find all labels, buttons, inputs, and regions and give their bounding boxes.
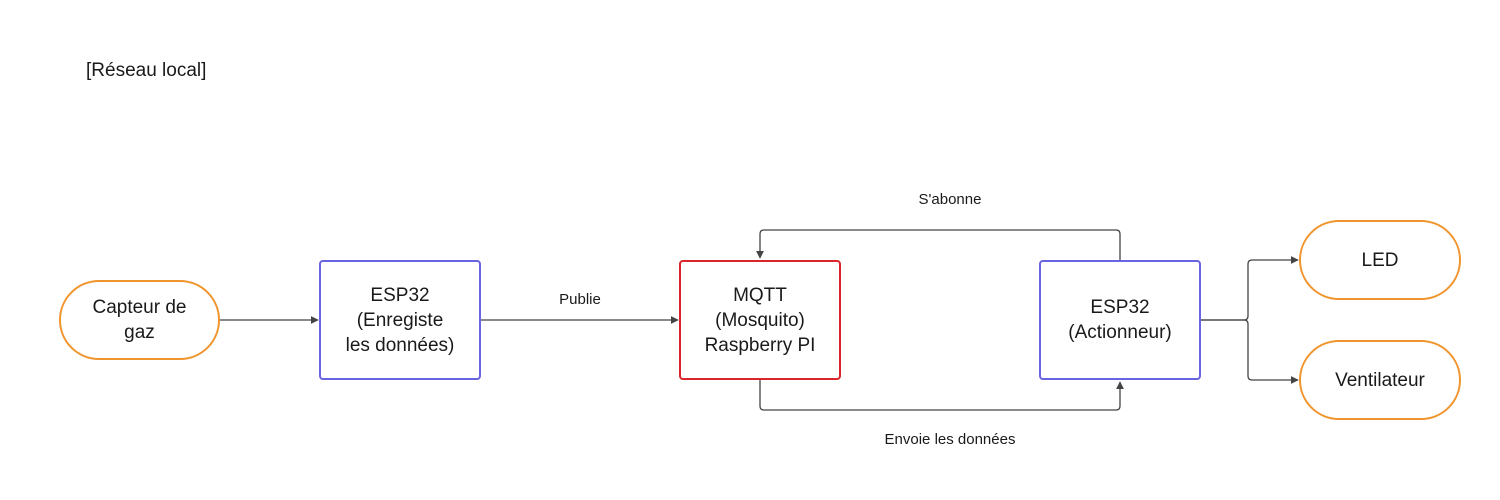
gas-sensor-node[interactable]: Capteur de gaz — [59, 280, 220, 360]
fan-node[interactable]: Ventilateur — [1299, 340, 1461, 420]
gas-sensor-label-line-2: gaz — [124, 322, 155, 343]
fan-label: Ventilateur — [1335, 369, 1425, 391]
esp32-actuator-label-line-2: (Actionneur) — [1068, 322, 1172, 343]
mqtt-broker-label-line-2: (Mosquito) — [715, 309, 805, 331]
esp32-logger-label-line-1: ESP32 — [370, 284, 430, 306]
edge-send-data — [759, 380, 1124, 411]
mqtt-broker-label-line-1: MQTT — [733, 284, 787, 306]
network-group-label: [Réseau local] — [86, 60, 207, 81]
mqtt-broker-node[interactable]: MQTT (Mosquito) Raspberry PI — [679, 260, 841, 380]
edge-subscribe — [756, 229, 1121, 260]
edge-label-send-data: Envoie les données — [884, 431, 1016, 448]
esp32-actuator-label-line-1: ESP32 — [1090, 297, 1150, 318]
edge-label-publish: Publie — [559, 291, 601, 308]
edge-label-subscribe: S'abonne — [918, 191, 982, 208]
led-node[interactable]: LED — [1299, 220, 1461, 300]
edge-to-led — [1200, 256, 1299, 321]
esp32-actuator-node[interactable]: ESP32 (Actionneur) — [1039, 260, 1201, 380]
esp32-logger-label-line-3: les données) — [345, 334, 455, 356]
edge-to-fan — [1200, 319, 1299, 384]
esp32-logger-label-line-2: (Enregiste — [356, 309, 444, 331]
gas-sensor-label-line-1: Capteur de — [92, 297, 187, 318]
led-label: LED — [1361, 249, 1399, 271]
mqtt-broker-label-line-3: Raspberry PI — [704, 334, 816, 356]
esp32-logger-node[interactable]: ESP32 (Enregiste les données) — [319, 260, 481, 380]
